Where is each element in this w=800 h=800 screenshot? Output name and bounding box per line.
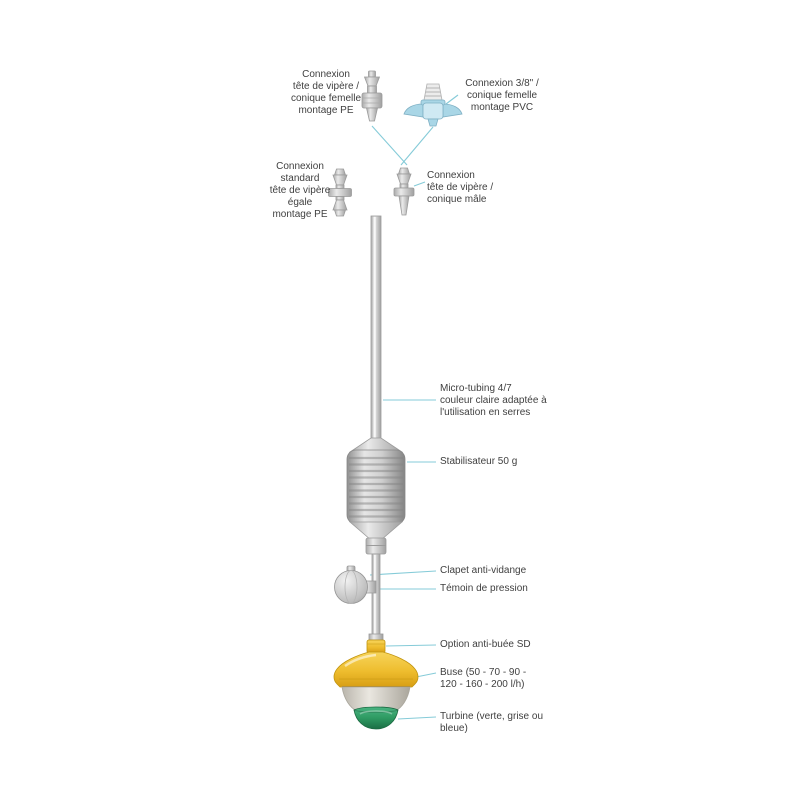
- label-connexion-standard: Connexion standard tête de vipère égale …: [269, 161, 331, 220]
- label-option-anti-buee: Option anti-buée SD: [440, 639, 531, 650]
- leader-clapet: [369, 570, 437, 576]
- leader-anti-buee: [385, 644, 437, 647]
- anti-mist-stem-part: [366, 633, 386, 654]
- label-connexion-viper-femelle: Connexion tête de vipère / conique femel…: [290, 69, 362, 116]
- connector-viper-femelle-part: [361, 70, 383, 122]
- connector-male-part: [393, 167, 415, 216]
- label-turbine: Turbine (verte, grise ou bleue): [440, 711, 544, 734]
- leader-mount-left-icon: [371, 125, 408, 166]
- anti-drain-valve-part: [334, 565, 377, 604]
- leader-connexion-male: [413, 181, 426, 187]
- connector-standard-part: [328, 168, 352, 217]
- stabilizer-part: [346, 437, 406, 555]
- leader-lines: [366, 94, 459, 720]
- label-connexion-pvc: Connexion 3/8" / conique femelle montage…: [465, 78, 539, 113]
- micro-tube-lower-part: [371, 553, 381, 641]
- leader-connexion-pvc: [445, 94, 459, 105]
- label-connexion-male: Connexion tête de vipère / conique mâle: [427, 170, 494, 205]
- connector-pvc-femelle-part: [403, 83, 463, 127]
- label-stabilisateur: Stabilisateur 50 g: [440, 456, 518, 467]
- label-temoin: Témoin de pression: [440, 583, 528, 594]
- label-buse: Buse (50 - 70 - 90 - 120 - 160 - 200 l/h…: [440, 667, 527, 690]
- label-micro-tubing: Micro-tubing 4/7 couleur claire adaptée …: [440, 383, 547, 418]
- nozzle-bell-part: [333, 651, 419, 688]
- label-clapet: Clapet anti-vidange: [440, 565, 527, 576]
- leader-buse: [415, 672, 437, 678]
- micro-tube-part: [370, 215, 382, 447]
- turbine-part: [353, 706, 399, 730]
- leader-mount-right-icon: [400, 126, 434, 166]
- leader-turbine: [397, 716, 437, 720]
